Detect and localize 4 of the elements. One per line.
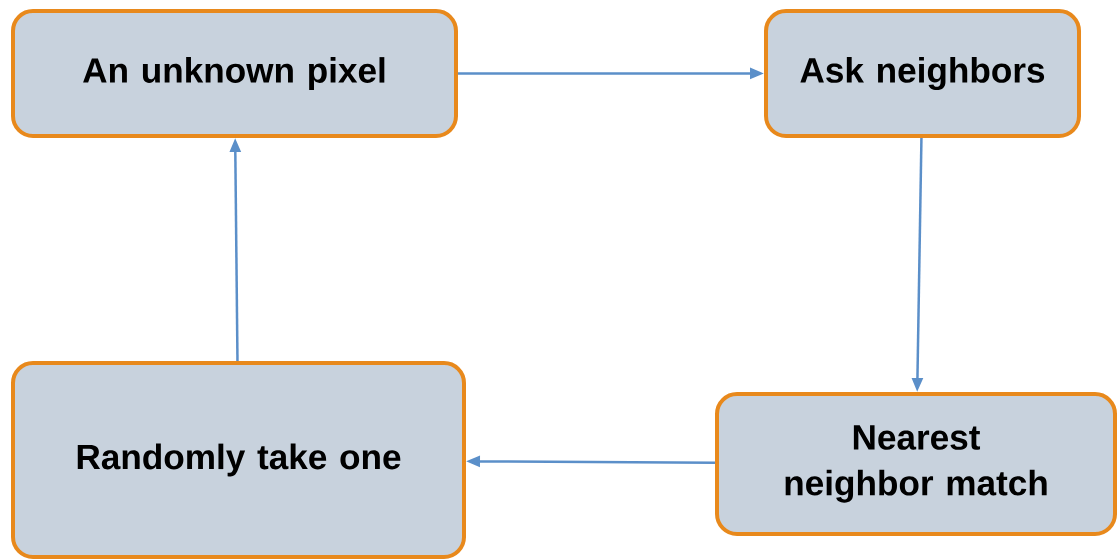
process-box: Randomly take one [11,361,466,559]
process-box: Nearest neighbor match [715,392,1117,536]
process-box: An unknown pixel [11,9,458,138]
process-box: Ask neighbors [764,9,1081,138]
